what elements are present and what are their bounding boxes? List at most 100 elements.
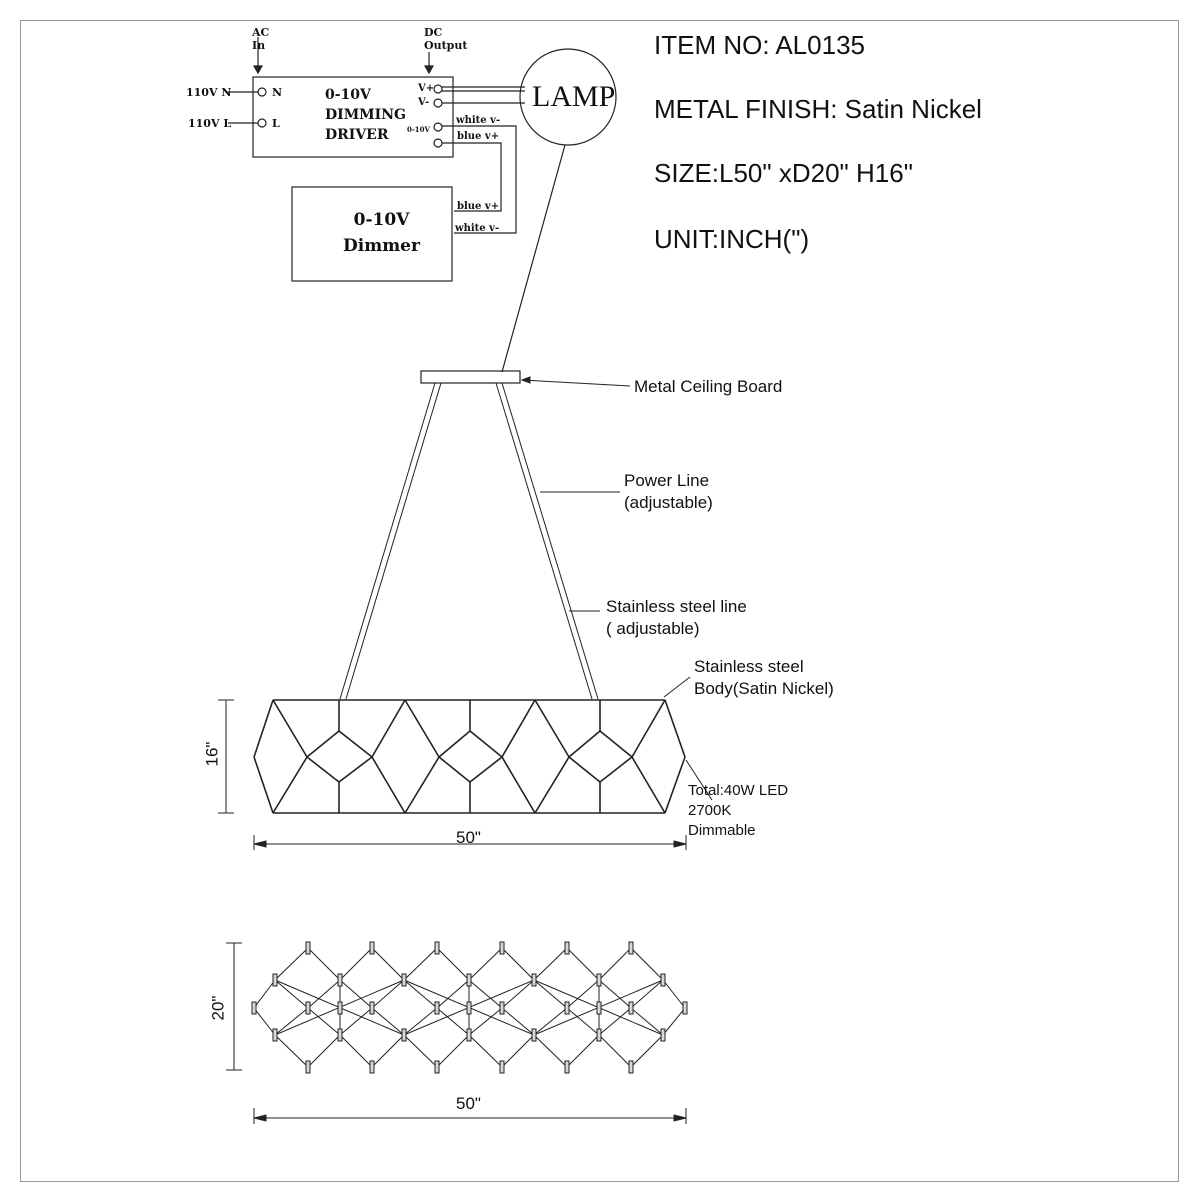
top-strut (371, 947, 405, 981)
top-strut (566, 1007, 600, 1036)
frame-strut (253, 699, 274, 758)
frame-strut (599, 756, 633, 783)
top-strut (501, 947, 535, 981)
dim-terminal-label: 0-10V (407, 125, 430, 134)
led-node (466, 1028, 472, 1042)
top-strut (436, 979, 470, 1009)
led-node (564, 941, 570, 955)
frame-strut (253, 756, 274, 814)
top-strut (501, 1007, 535, 1036)
top-strut (403, 1007, 438, 1036)
top-length-dim: 50" (456, 1094, 481, 1113)
top-strut (307, 1034, 341, 1068)
drawing-frame (20, 20, 1179, 1182)
top-strut (566, 979, 600, 1009)
frame-strut (599, 730, 633, 758)
frame-strut (534, 756, 570, 814)
led-node (596, 1001, 602, 1015)
top-strut (468, 947, 503, 981)
frame-strut (272, 756, 308, 814)
led-node (660, 1028, 666, 1042)
front-height-dim: 16" (202, 741, 222, 767)
led-node (369, 1060, 375, 1074)
top-view-frame (251, 941, 688, 1074)
led-node (251, 1001, 257, 1015)
top-strut (403, 979, 438, 1009)
led-node (499, 1001, 505, 1015)
dimmer-white-label: white v- (455, 223, 500, 234)
top-strut (371, 1034, 405, 1068)
led-node (369, 941, 375, 955)
led-node (628, 1001, 634, 1015)
top-strut (533, 1034, 568, 1068)
led-node (434, 1001, 440, 1015)
frame-strut (568, 756, 601, 783)
top-strut (253, 1007, 276, 1036)
front-view-frame (253, 699, 686, 814)
led-node (434, 1060, 440, 1074)
led-node (401, 973, 407, 987)
white-wire-label: white v- (456, 115, 501, 126)
top-strut (339, 947, 373, 981)
frame-strut (306, 756, 340, 783)
driver-box (252, 76, 454, 158)
top-strut (598, 1034, 632, 1068)
top-strut (662, 1007, 686, 1036)
top-strut (403, 1034, 438, 1068)
ceiling-board-label: Metal Ceiling Board (634, 377, 783, 396)
top-strut (566, 1034, 600, 1068)
top-strut (533, 979, 568, 1009)
top-strut (253, 979, 276, 1009)
led-node (499, 941, 505, 955)
led-node (466, 1001, 472, 1015)
metal-finish: METAL FINISH: Satin Nickel (654, 94, 982, 124)
top-strut (533, 1007, 568, 1036)
frame-strut (469, 756, 503, 783)
led-node (305, 941, 311, 955)
lamp-circle (519, 48, 617, 146)
blue-wire-label: blue v+ (457, 131, 500, 142)
led-node (660, 973, 666, 987)
frame-strut (631, 756, 666, 814)
frame-strut (501, 756, 536, 814)
dimmer-box (291, 186, 453, 282)
led-node (531, 973, 537, 987)
led-node (596, 1028, 602, 1042)
frame-strut (438, 756, 471, 783)
frame-strut (631, 699, 666, 758)
top-strut (307, 947, 341, 981)
frame-strut (664, 699, 686, 758)
top-strut (468, 979, 503, 1009)
frame-strut (338, 730, 373, 758)
top-strut (371, 979, 405, 1009)
led-node (564, 1060, 570, 1074)
top-strut (339, 1034, 373, 1068)
top-strut (468, 1034, 503, 1068)
frame-strut (469, 730, 503, 758)
led-node (305, 1060, 311, 1074)
input-n-label: 110V N (186, 86, 232, 99)
top-strut (436, 1007, 470, 1036)
top-strut (307, 979, 341, 1009)
top-strut (339, 979, 373, 1009)
led-node (337, 973, 343, 987)
led-node (401, 1028, 407, 1042)
led-node (305, 1001, 311, 1015)
top-strut (274, 979, 309, 1009)
frame-strut (534, 699, 570, 758)
top-strut (630, 979, 664, 1009)
led-node (682, 1001, 688, 1015)
top-strut (436, 1034, 470, 1068)
led-node (596, 973, 602, 987)
top-strut (662, 979, 686, 1009)
size-spec: SIZE:L50" xD20" H16" (654, 158, 913, 188)
lamp-label: LAMP (532, 80, 616, 113)
top-strut (630, 1007, 664, 1036)
top-strut (501, 1034, 535, 1068)
v-plus-label: V+ (418, 83, 435, 94)
